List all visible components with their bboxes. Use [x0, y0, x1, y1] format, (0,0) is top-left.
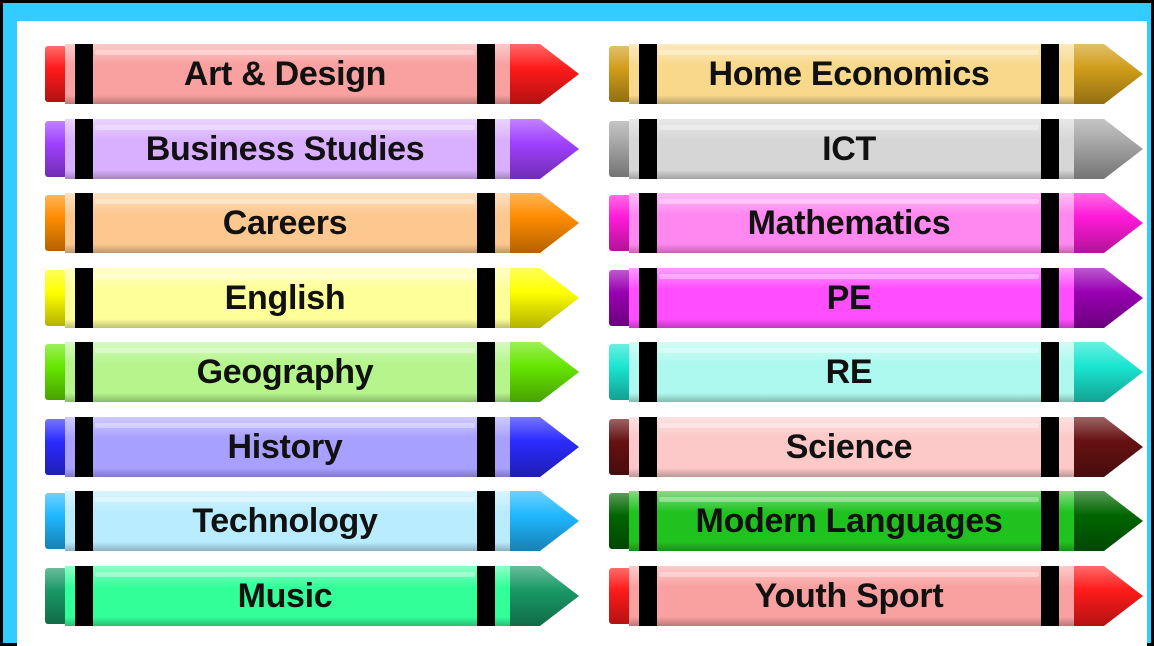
crayon-youth-sport[interactable]: Youth Sport	[609, 566, 1143, 626]
crayon-shape	[45, 417, 579, 477]
crayon-shape	[609, 342, 1143, 402]
crayon-pe[interactable]: PE	[609, 268, 1143, 328]
crayon-label: Careers	[222, 204, 348, 242]
crayon-label: ICT	[822, 130, 876, 168]
crayon-modern-languages[interactable]: Modern Languages	[609, 491, 1143, 551]
crayon-ict[interactable]: ICT	[609, 119, 1143, 179]
crayon-label: Business Studies	[145, 130, 425, 168]
crayon-shape	[609, 44, 1143, 104]
crayon-label: Science	[785, 428, 913, 466]
crayon-label: Art & Design	[183, 55, 387, 93]
crayon-label: Home Economics	[708, 55, 990, 93]
crayon-label: Modern Languages	[695, 502, 1003, 540]
crayon-label: Technology	[192, 502, 378, 540]
crayon-label: Music	[237, 577, 333, 615]
crayon-technology[interactable]: Technology	[45, 491, 579, 551]
crayon-shape	[45, 566, 579, 626]
crayon-music[interactable]: Music	[45, 566, 579, 626]
crayon-shape	[45, 491, 579, 551]
crayon-geography[interactable]: Geography	[45, 342, 579, 402]
crayon-careers[interactable]: Careers	[45, 193, 579, 253]
crayon-art-design[interactable]: Art & Design	[45, 44, 579, 104]
crayon-history[interactable]: History	[45, 417, 579, 477]
crayon-shape	[45, 119, 579, 179]
crayon-label: Mathematics	[747, 204, 951, 242]
crayon-shape	[609, 417, 1143, 477]
crayon-shape	[609, 193, 1143, 253]
crayon-shape	[609, 491, 1143, 551]
crayon-english[interactable]: English	[45, 268, 579, 328]
crayon-business-studies[interactable]: Business Studies	[45, 119, 579, 179]
crayon-mathematics[interactable]: Mathematics	[609, 193, 1143, 253]
crayon-re[interactable]: RE	[609, 342, 1143, 402]
crayon-shape	[45, 268, 579, 328]
crayon-shape	[45, 193, 579, 253]
crayon-home-economics[interactable]: Home Economics	[609, 44, 1143, 104]
crayon-shape	[609, 119, 1143, 179]
crayon-shape	[609, 268, 1143, 328]
crayon-shape	[609, 566, 1143, 626]
crayon-shape	[45, 342, 579, 402]
crayon-label: PE	[826, 279, 872, 317]
crayon-science[interactable]: Science	[609, 417, 1143, 477]
crayon-label: History	[227, 428, 343, 466]
crayon-label: Youth Sport	[754, 577, 944, 615]
crayon-label: English	[224, 279, 346, 317]
crayon-label: RE	[825, 353, 873, 391]
crayon-label: Geography	[196, 353, 374, 391]
crayon-shape	[45, 44, 579, 104]
